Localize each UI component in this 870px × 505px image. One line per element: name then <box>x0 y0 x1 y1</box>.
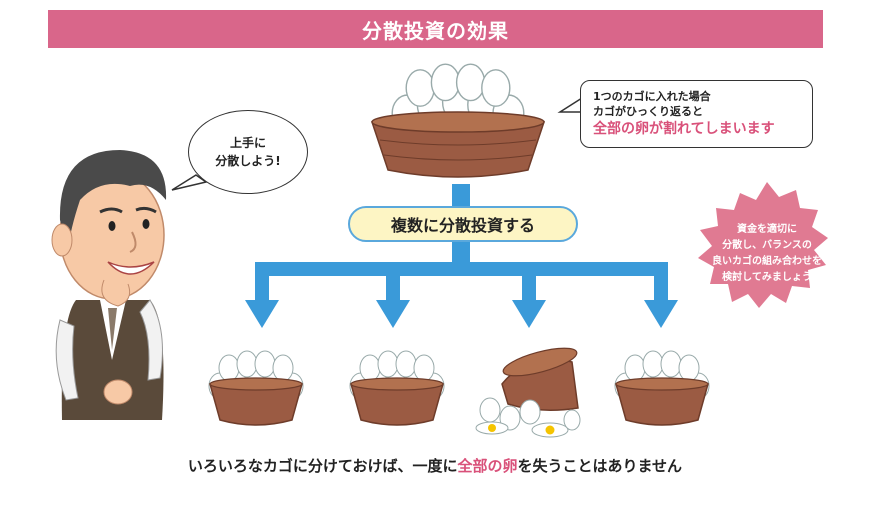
diversify-label-text: 複数に分散投資する <box>390 216 535 235</box>
footer-before: いろいろなカゴに分けておけば、一度に <box>187 457 458 475</box>
speech-right-emphasis: 全部の卵が割れてしまいます <box>593 121 775 137</box>
man-character <box>51 150 167 420</box>
diversify-label: 複数に分散投資する <box>348 206 578 242</box>
footer-after: を失うことはありません <box>517 457 683 475</box>
page-title: 分散投資の効果 <box>362 18 509 43</box>
speech-right-line1: 1つのカゴに入れた場合 <box>593 90 711 103</box>
star-line4: 検討してみましょう <box>722 272 812 283</box>
speech-left-line2: 分散しよう! <box>215 154 281 168</box>
star-line3: 良いカゴの組み合わせを <box>712 256 822 267</box>
starburst-note: 資金を適切に 分散し、バランスの 良いカゴの組み合わせを 検討してみましょう <box>702 222 832 286</box>
overturned-basket-broken-eggs <box>475 347 581 438</box>
title-banner: 分散投資の効果 <box>48 10 823 48</box>
star-line2: 分散し、バランスの <box>722 240 812 251</box>
star-line1: 資金を適切に <box>737 224 797 235</box>
starburst-note-shape <box>698 182 828 308</box>
footer-emphasis: 全部の卵 <box>457 457 518 475</box>
speech-left-line1: 上手に <box>229 136 266 150</box>
speech-right-line2: カゴがひっくり返ると <box>593 105 703 118</box>
large-basket-with-eggs <box>371 63 545 178</box>
speech-bubble-left: 上手に 分散しよう! <box>188 110 308 194</box>
small-basket-4 <box>614 350 710 426</box>
small-basket-1 <box>208 350 304 426</box>
speech-bubble-right: 1つのカゴに入れた場合 カゴがひっくり返ると 全部の卵が割れてしまいます <box>580 80 813 148</box>
speech-tail-right <box>557 96 583 113</box>
footer-caption: いろいろなカゴに分けておけば、一度に全部の卵を失うことはありません <box>0 455 870 476</box>
small-basket-2 <box>349 350 445 426</box>
distribution-arrows <box>245 184 678 328</box>
